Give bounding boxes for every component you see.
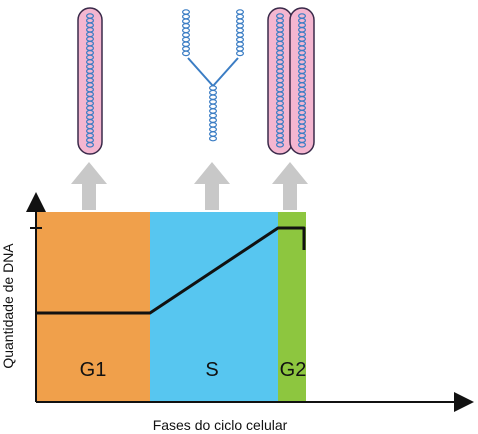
- helix-coil: [182, 18, 191, 25]
- helix-coil: [236, 32, 245, 38]
- helix-coil: [236, 45, 245, 52]
- helix-coil: [209, 112, 218, 119]
- helix-coil: [236, 9, 245, 15]
- g1-chromosome-icon: [77, 7, 103, 155]
- helix-coil: [209, 122, 218, 128]
- helix-coil: [298, 142, 307, 148]
- helix-coil: [182, 13, 191, 20]
- helix-coil: [236, 50, 245, 57]
- helix-coil: [182, 27, 191, 34]
- helix-coil: [209, 103, 218, 110]
- helix-coil: [209, 85, 218, 91]
- s-replication-fork-icon: [182, 9, 245, 142]
- helix-coil: [236, 36, 245, 43]
- helix-coil: [182, 36, 191, 43]
- phase-g1-block: [36, 212, 150, 402]
- helix-coil: [236, 18, 245, 25]
- dna-quantity-line: [36, 226, 306, 315]
- helix-coil: [209, 94, 218, 101]
- g2-dna-helix: [276, 13, 307, 148]
- helix-coil: [182, 41, 191, 48]
- helix-coil: [182, 22, 191, 29]
- helix-coil: [209, 89, 218, 96]
- phase-label-g1: G1: [80, 359, 107, 381]
- arrow-to-g1: [71, 162, 107, 210]
- arrow-to-g2: [272, 162, 308, 210]
- helix-coil: [209, 117, 218, 124]
- helix-coil: [182, 9, 191, 15]
- helix-coil: [276, 142, 285, 148]
- helix-coil: [209, 108, 218, 114]
- helix-coil: [209, 135, 218, 142]
- phase-label-g2: G2: [280, 359, 307, 381]
- arrow-to-s: [194, 162, 230, 210]
- helix-coil: [236, 13, 245, 20]
- helix-coil: [182, 32, 191, 38]
- g2-duplicated-chromosome-icon: [267, 7, 315, 155]
- g1-dna-helix: [85, 13, 94, 148]
- helix-coil: [182, 45, 191, 52]
- helix-coil: [182, 50, 191, 57]
- y-axis-label: Quantidade de DNA: [0, 243, 16, 369]
- helix-coil: [209, 126, 218, 133]
- phase-g2-block: [278, 212, 306, 402]
- helix-coil: [209, 131, 218, 137]
- helix-coil: [236, 22, 245, 29]
- helix-coil: [236, 41, 245, 48]
- phase-label-s: S: [205, 359, 218, 381]
- x-axis-label: Fases do ciclo celular: [153, 417, 288, 433]
- helix-coil: [85, 142, 94, 148]
- helix-coil: [236, 27, 245, 34]
- s-dna-helix: [182, 9, 245, 142]
- helix-coil: [209, 99, 218, 105]
